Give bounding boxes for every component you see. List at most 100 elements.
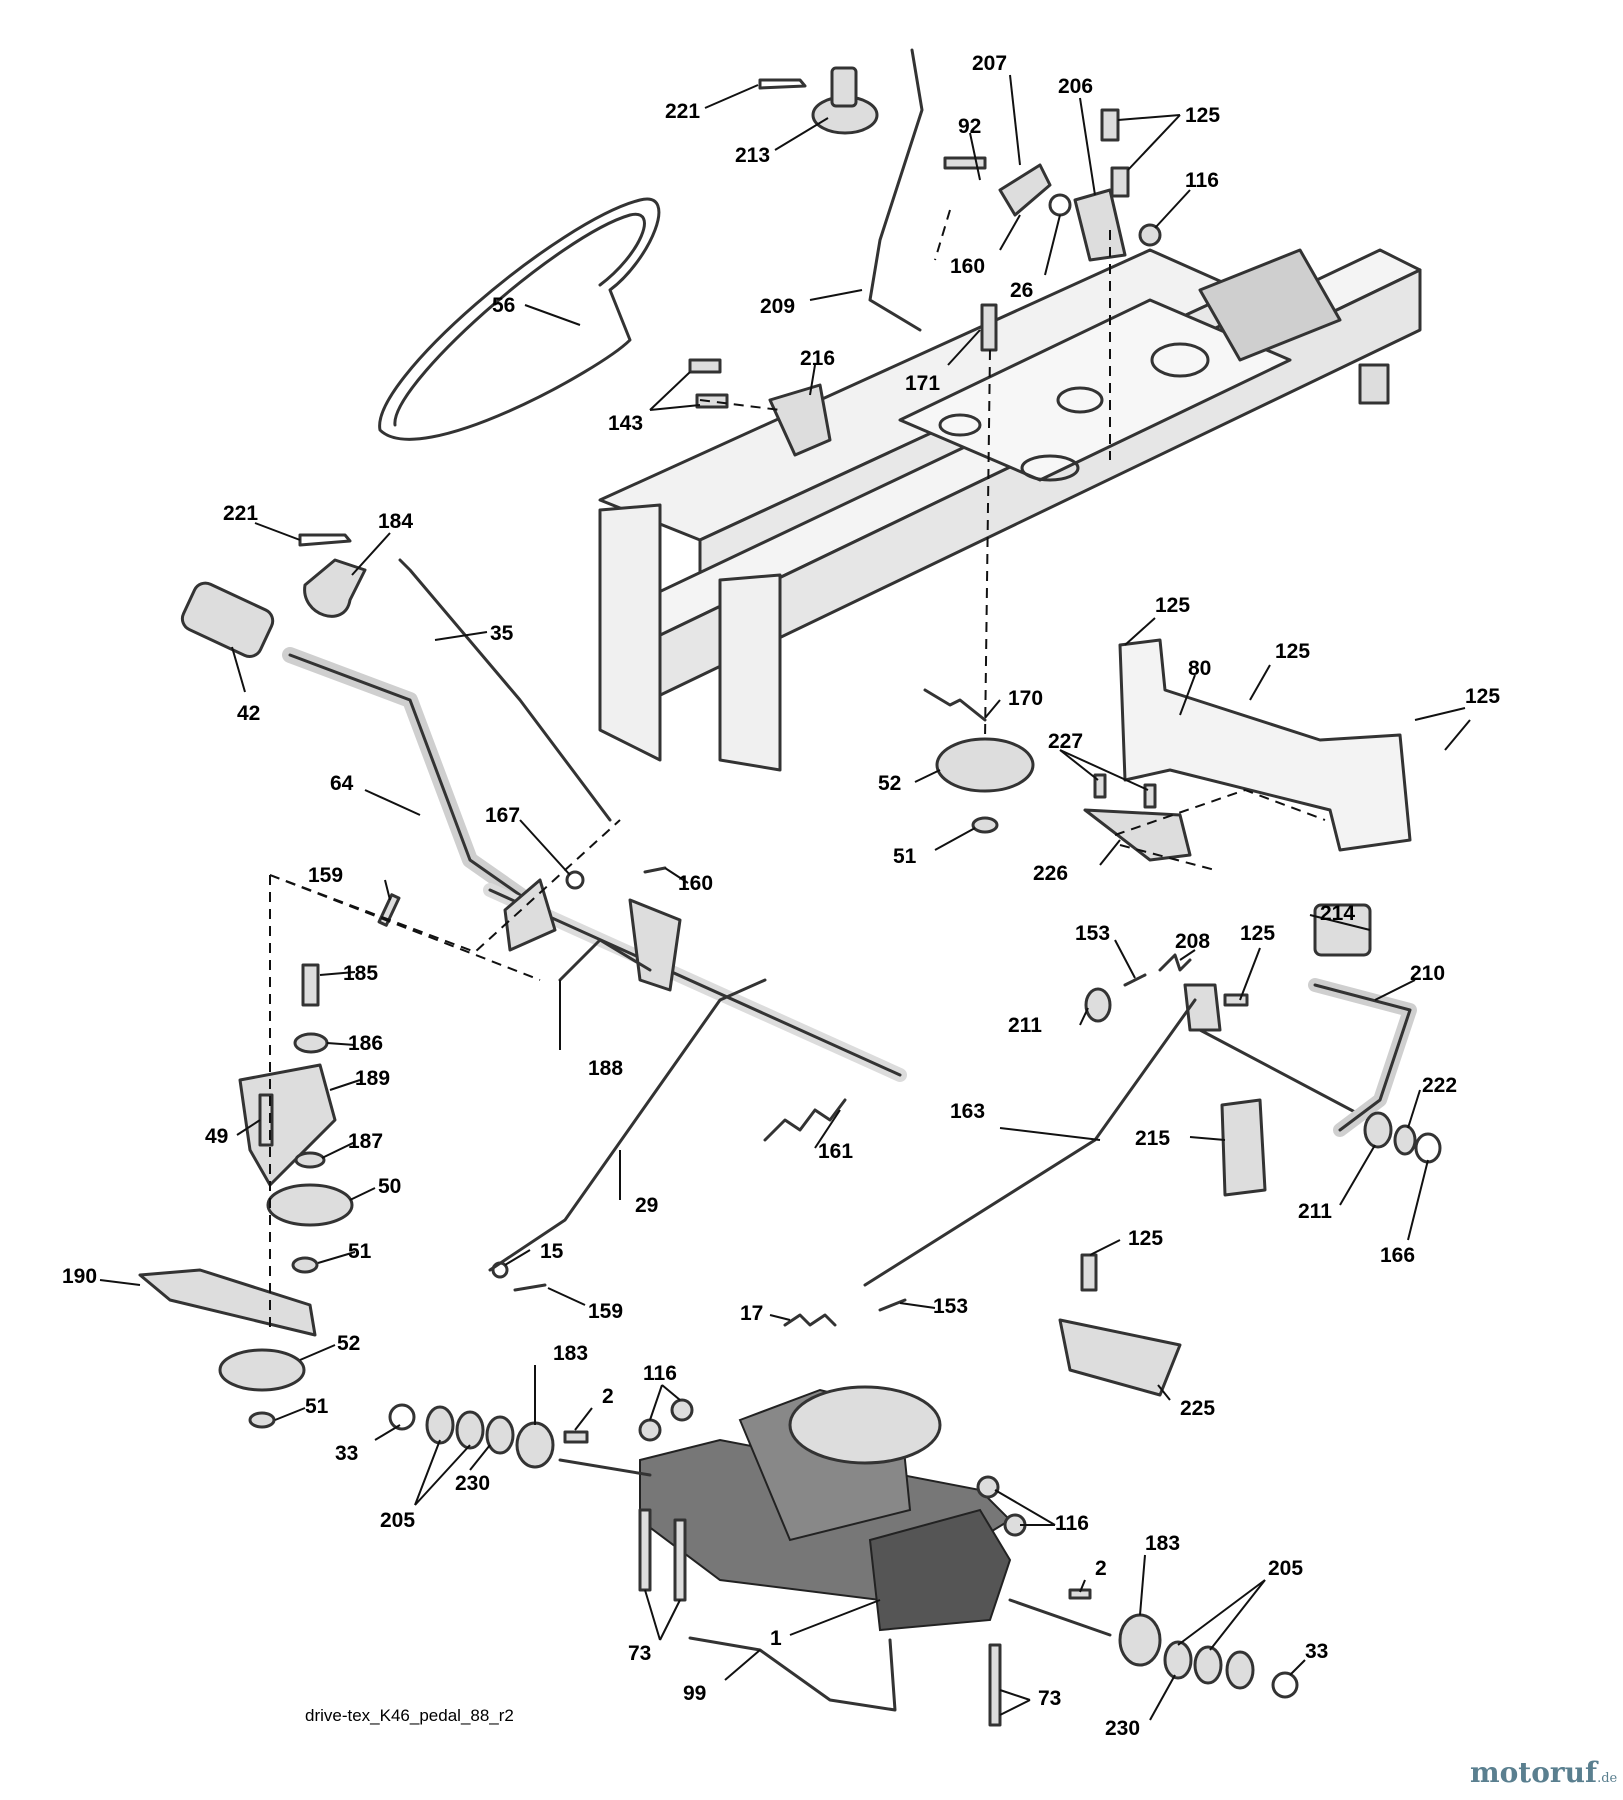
callout-125: 125 — [1275, 640, 1310, 663]
callout-92: 92 — [958, 115, 981, 138]
callout-52: 52 — [878, 772, 901, 795]
pedal-pad-215 — [1220, 1098, 1267, 1197]
callout-2: 2 — [1095, 1557, 1107, 1580]
rod-188 — [558, 938, 652, 982]
callout-116: 116 — [643, 1362, 677, 1385]
callout-213: 213 — [735, 144, 770, 167]
callout-125: 125 — [1185, 104, 1220, 127]
callout-15: 15 — [540, 1240, 564, 1263]
brand-logo[interactable]: motoruf.de — [1470, 1756, 1617, 1789]
callout-230: 230 — [455, 1472, 490, 1495]
clip-15 — [491, 1261, 509, 1279]
rod-35 — [398, 558, 612, 822]
lift-shaft — [483, 878, 907, 1082]
nut-51a — [971, 816, 999, 834]
assembly-lines — [269, 209, 1326, 1330]
spring-161 — [763, 1098, 847, 1142]
pulley-52a — [935, 737, 1035, 793]
callout-125: 125 — [1465, 685, 1500, 708]
leader-lines — [99, 74, 1471, 1721]
callout-labels: 221 213 207 206 125 92 116 160 26 56 209… — [62, 52, 1500, 1740]
callout-153: 153 — [933, 1295, 968, 1318]
callout-49: 49 — [205, 1125, 228, 1148]
callout-73: 73 — [628, 1642, 651, 1665]
callout-189: 189 — [355, 1067, 390, 1090]
bolt-171 — [980, 303, 998, 352]
plate-226 — [1083, 808, 1192, 862]
callout-160: 160 — [678, 872, 713, 895]
rod-99 — [688, 1636, 897, 1712]
bushing-211a — [1084, 987, 1112, 1023]
nut-51c — [248, 1411, 276, 1429]
bracket-207 — [943, 156, 1052, 217]
callout-211: 211 — [1298, 1200, 1332, 1223]
callout-166: 166 — [1380, 1244, 1415, 1267]
cotter-159b — [513, 1283, 547, 1292]
bolt-185 — [301, 963, 320, 1007]
callout-125: 125 — [1240, 922, 1275, 945]
pin-160b — [643, 866, 667, 874]
callout-207: 207 — [972, 52, 1007, 75]
pin-153a — [1123, 973, 1147, 987]
callout-183: 183 — [553, 1342, 588, 1365]
callout-29: 29 — [635, 1194, 658, 1217]
callout-80: 80 — [1188, 657, 1211, 680]
callout-116: 116 — [1055, 1512, 1089, 1535]
callout-161: 161 — [818, 1140, 853, 1163]
pulley-52b — [218, 1348, 306, 1392]
clip-166 — [1414, 1132, 1442, 1164]
callout-33: 33 — [335, 1442, 358, 1465]
callout-64: 64 — [330, 772, 354, 795]
axle-washers-right — [1118, 1613, 1299, 1699]
callout-35: 35 — [490, 622, 514, 645]
callout-222: 222 — [1422, 1074, 1457, 1097]
brand-name: motoruf — [1470, 1756, 1598, 1789]
callout-171: 171 — [905, 372, 940, 395]
callout-56: 56 — [492, 294, 515, 317]
callout-51: 51 — [305, 1395, 329, 1418]
spring-17 — [783, 1313, 837, 1327]
callout-51: 51 — [893, 845, 917, 868]
axle-washers-left — [388, 1403, 589, 1469]
callout-51: 51 — [348, 1240, 372, 1263]
callout-205: 205 — [380, 1509, 415, 1532]
drive-belt — [378, 197, 661, 441]
knob-184 — [303, 558, 367, 618]
lift-lever-64 — [282, 647, 528, 903]
callout-116: 116 — [1185, 169, 1219, 192]
callout-159: 159 — [308, 864, 343, 887]
bracket-216 — [688, 358, 832, 457]
pedal-shaft — [1183, 983, 1372, 1122]
callout-160: 160 — [950, 255, 985, 278]
callout-170: 170 — [1008, 687, 1043, 710]
callout-73: 73 — [1038, 1687, 1061, 1710]
callout-50: 50 — [378, 1175, 401, 1198]
callout-125: 125 — [1155, 594, 1190, 617]
idler-arm-189 — [238, 1063, 337, 1187]
callout-215: 215 — [1135, 1127, 1170, 1150]
callout-167: 167 — [485, 804, 520, 827]
bushing-211b — [1363, 1111, 1393, 1149]
nut-51b — [291, 1256, 319, 1274]
callout-187: 187 — [348, 1130, 383, 1153]
diagram-caption: drive-tex_K46_pedal_88_r2 — [305, 1706, 514, 1725]
callout-99: 99 — [683, 1682, 706, 1705]
callout-227: 227 — [1048, 730, 1083, 753]
callout-209: 209 — [760, 295, 795, 318]
callout-185: 185 — [343, 962, 378, 985]
callout-214: 214 — [1320, 902, 1355, 925]
callout-143: 143 — [608, 412, 643, 435]
callout-17: 17 — [740, 1302, 763, 1325]
guard-190 — [138, 1268, 317, 1337]
bolts-227 — [1093, 773, 1157, 809]
callout-52: 52 — [337, 1332, 360, 1355]
bolts-125-top — [1100, 108, 1130, 198]
callout-184: 184 — [378, 510, 413, 533]
callout-159: 159 — [588, 1300, 623, 1323]
washer-187 — [294, 1151, 326, 1169]
pedal-210 — [1308, 978, 1417, 1137]
callout-225: 225 — [1180, 1397, 1215, 1420]
callout-26: 26 — [1010, 279, 1033, 302]
washer-222 — [1393, 1124, 1417, 1156]
